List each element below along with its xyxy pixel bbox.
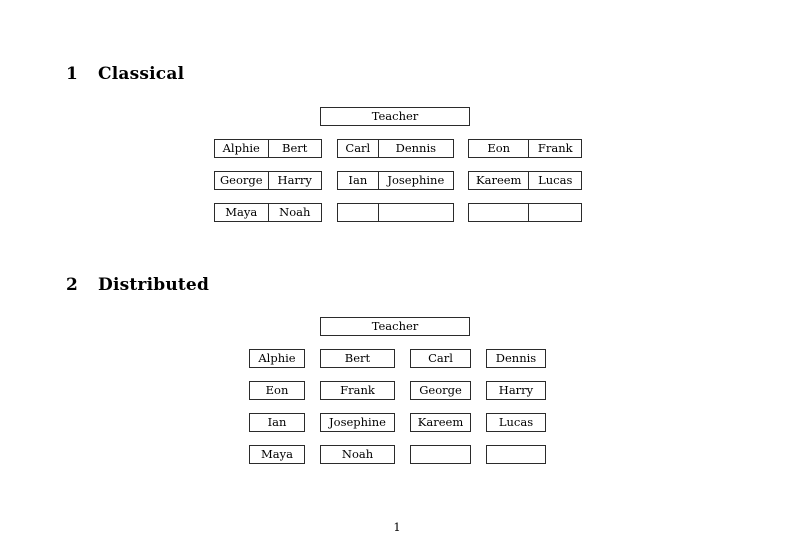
student-box[interactable]: Bert	[320, 349, 395, 368]
student-box[interactable]: Maya	[249, 445, 305, 464]
student-box[interactable]: Alphie	[249, 349, 305, 368]
pair-group-row[interactable]: Carl Dennis	[337, 139, 454, 158]
student-cell[interactable]: Lucas	[528, 172, 581, 189]
student-box[interactable]: Frank	[320, 381, 395, 400]
student-cell[interactable]: Noah	[267, 204, 322, 221]
student-cell[interactable]: Frank	[528, 140, 581, 157]
pair-group-row[interactable]	[468, 203, 582, 222]
section-title: Distributed	[98, 275, 210, 295]
student-cell[interactable]: Alphie	[222, 141, 260, 155]
student-box[interactable]: Ian	[249, 413, 305, 432]
teacher-box-distributed[interactable]: Teacher	[320, 317, 470, 336]
pair-group-row[interactable]	[337, 203, 454, 222]
student-box[interactable]: Harry	[486, 381, 546, 400]
student-cell[interactable]	[377, 204, 453, 221]
student-cell[interactable]: George	[219, 173, 263, 187]
student-cell[interactable]: Carl	[345, 141, 371, 155]
pair-group-row[interactable]: Ian Josephine	[337, 171, 454, 190]
student-box[interactable]	[486, 445, 546, 464]
section-title: Classical	[98, 64, 185, 84]
page-number: 1	[393, 520, 401, 534]
section-heading-classical: 1 Classical	[66, 64, 184, 84]
pair-group-row[interactable]: Maya Noah	[214, 203, 322, 222]
student-box[interactable]: Lucas	[486, 413, 546, 432]
student-box[interactable]: Kareem	[410, 413, 471, 432]
student-cell[interactable]: Eon	[487, 141, 511, 155]
teacher-box-classical[interactable]: Teacher	[320, 107, 470, 126]
pair-group-row[interactable]: Eon Frank	[468, 139, 582, 158]
student-cell[interactable]: Maya	[225, 205, 258, 219]
pair-group-row[interactable]: Alphie Bert	[214, 139, 322, 158]
student-box[interactable]: Noah	[320, 445, 395, 464]
student-cell[interactable]: Josephine	[377, 172, 453, 189]
pair-group-row[interactable]: Kareem Lucas	[468, 171, 582, 190]
student-box[interactable]: George	[410, 381, 471, 400]
section-number: 1	[66, 64, 79, 84]
student-cell[interactable]	[469, 204, 528, 221]
student-box[interactable]: Josephine	[320, 413, 395, 432]
student-cell[interactable]: Dennis	[377, 140, 453, 157]
student-cell[interactable]: Kareem	[476, 173, 522, 187]
student-cell[interactable]	[528, 204, 581, 221]
student-box[interactable]: Eon	[249, 381, 305, 400]
student-box[interactable]: Carl	[410, 349, 471, 368]
student-cell[interactable]: Ian	[348, 173, 368, 187]
student-cell[interactable]	[338, 204, 378, 221]
pair-group-row[interactable]: George Harry	[214, 171, 322, 190]
student-box[interactable]	[410, 445, 471, 464]
student-cell[interactable]: Bert	[267, 140, 322, 157]
section-heading-distributed: 2 Distributed	[66, 275, 209, 295]
student-box[interactable]: Dennis	[486, 349, 546, 368]
student-cell[interactable]: Harry	[267, 172, 322, 189]
section-number: 2	[66, 275, 79, 295]
